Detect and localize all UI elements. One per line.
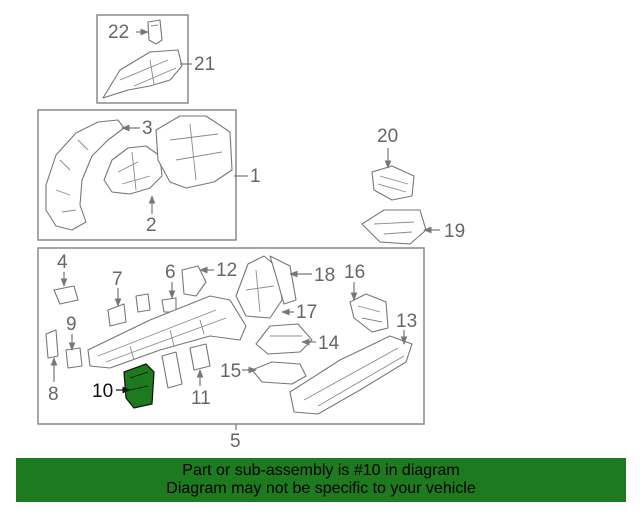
callout-15: 15 — [220, 361, 241, 382]
callout-7: 7 — [112, 269, 123, 290]
part-2-wheelhouse-outer[interactable] — [103, 145, 163, 195]
part-21-bracket[interactable] — [102, 49, 183, 99]
callout-19: 19 — [444, 221, 465, 242]
callout-1: 1 — [250, 166, 261, 187]
group-box-1 — [37, 109, 237, 241]
callout-20: 20 — [377, 126, 398, 147]
part-15-brace[interactable] — [251, 361, 307, 385]
callout-21: 21 — [194, 54, 215, 75]
group-box-5 — [37, 247, 425, 425]
callout-13: 13 — [396, 311, 417, 332]
part-9-bracket[interactable] — [65, 347, 83, 369]
callout-18: 18 — [314, 265, 335, 286]
info-banner: Part or sub-assembly is #10 in diagram D… — [16, 458, 626, 502]
part-20-bracket[interactable] — [371, 165, 415, 201]
callout-9: 9 — [66, 314, 77, 335]
callout-5: 5 — [230, 431, 241, 452]
callout-10: 10 — [92, 381, 113, 402]
part-13-rail[interactable] — [289, 335, 413, 415]
callout-2: 2 — [146, 215, 157, 236]
callout-8: 8 — [48, 384, 59, 405]
callout-14: 14 — [318, 333, 340, 354]
banner-line-2: Diagram may not be specific to your vehi… — [166, 480, 476, 497]
part-11-bracket[interactable] — [189, 343, 211, 371]
callout-16: 16 — [344, 262, 365, 283]
callout-4: 4 — [57, 252, 68, 273]
banner-line-1: Part or sub-assembly is #10 in diagram — [182, 462, 460, 479]
part-19-tray[interactable] — [361, 209, 427, 245]
parts-diagram: 22 21 3 2 1 20 19 4 6 12 7 18 16 17 13 1… — [37, 14, 465, 452]
part-clip[interactable] — [135, 293, 151, 313]
callout-12: 12 — [216, 260, 237, 281]
part-4-bracket[interactable] — [53, 285, 79, 305]
group-box-21 — [96, 14, 189, 104]
part-22-clip[interactable] — [147, 19, 163, 45]
part-support[interactable] — [161, 351, 183, 389]
callout-6: 6 — [165, 262, 176, 283]
part-5-frame-rail[interactable] — [87, 295, 247, 369]
part-14-crossmember[interactable] — [255, 323, 313, 355]
part-7-brace[interactable] — [107, 303, 127, 327]
callout-17: 17 — [296, 302, 317, 323]
callout-22: 22 — [108, 22, 129, 43]
part-3-wheelhouse-panel[interactable] — [45, 119, 125, 231]
part-16-bracket[interactable] — [349, 293, 389, 333]
part-12-bracket[interactable] — [181, 265, 207, 297]
callout-3: 3 — [142, 118, 153, 139]
part-17-reinforcement[interactable] — [269, 255, 297, 305]
callout-11: 11 — [191, 388, 211, 409]
part-10-highlighted[interactable] — [123, 363, 155, 409]
part-1-apron-panel[interactable] — [155, 115, 233, 189]
part-8-bracket[interactable] — [45, 329, 59, 359]
